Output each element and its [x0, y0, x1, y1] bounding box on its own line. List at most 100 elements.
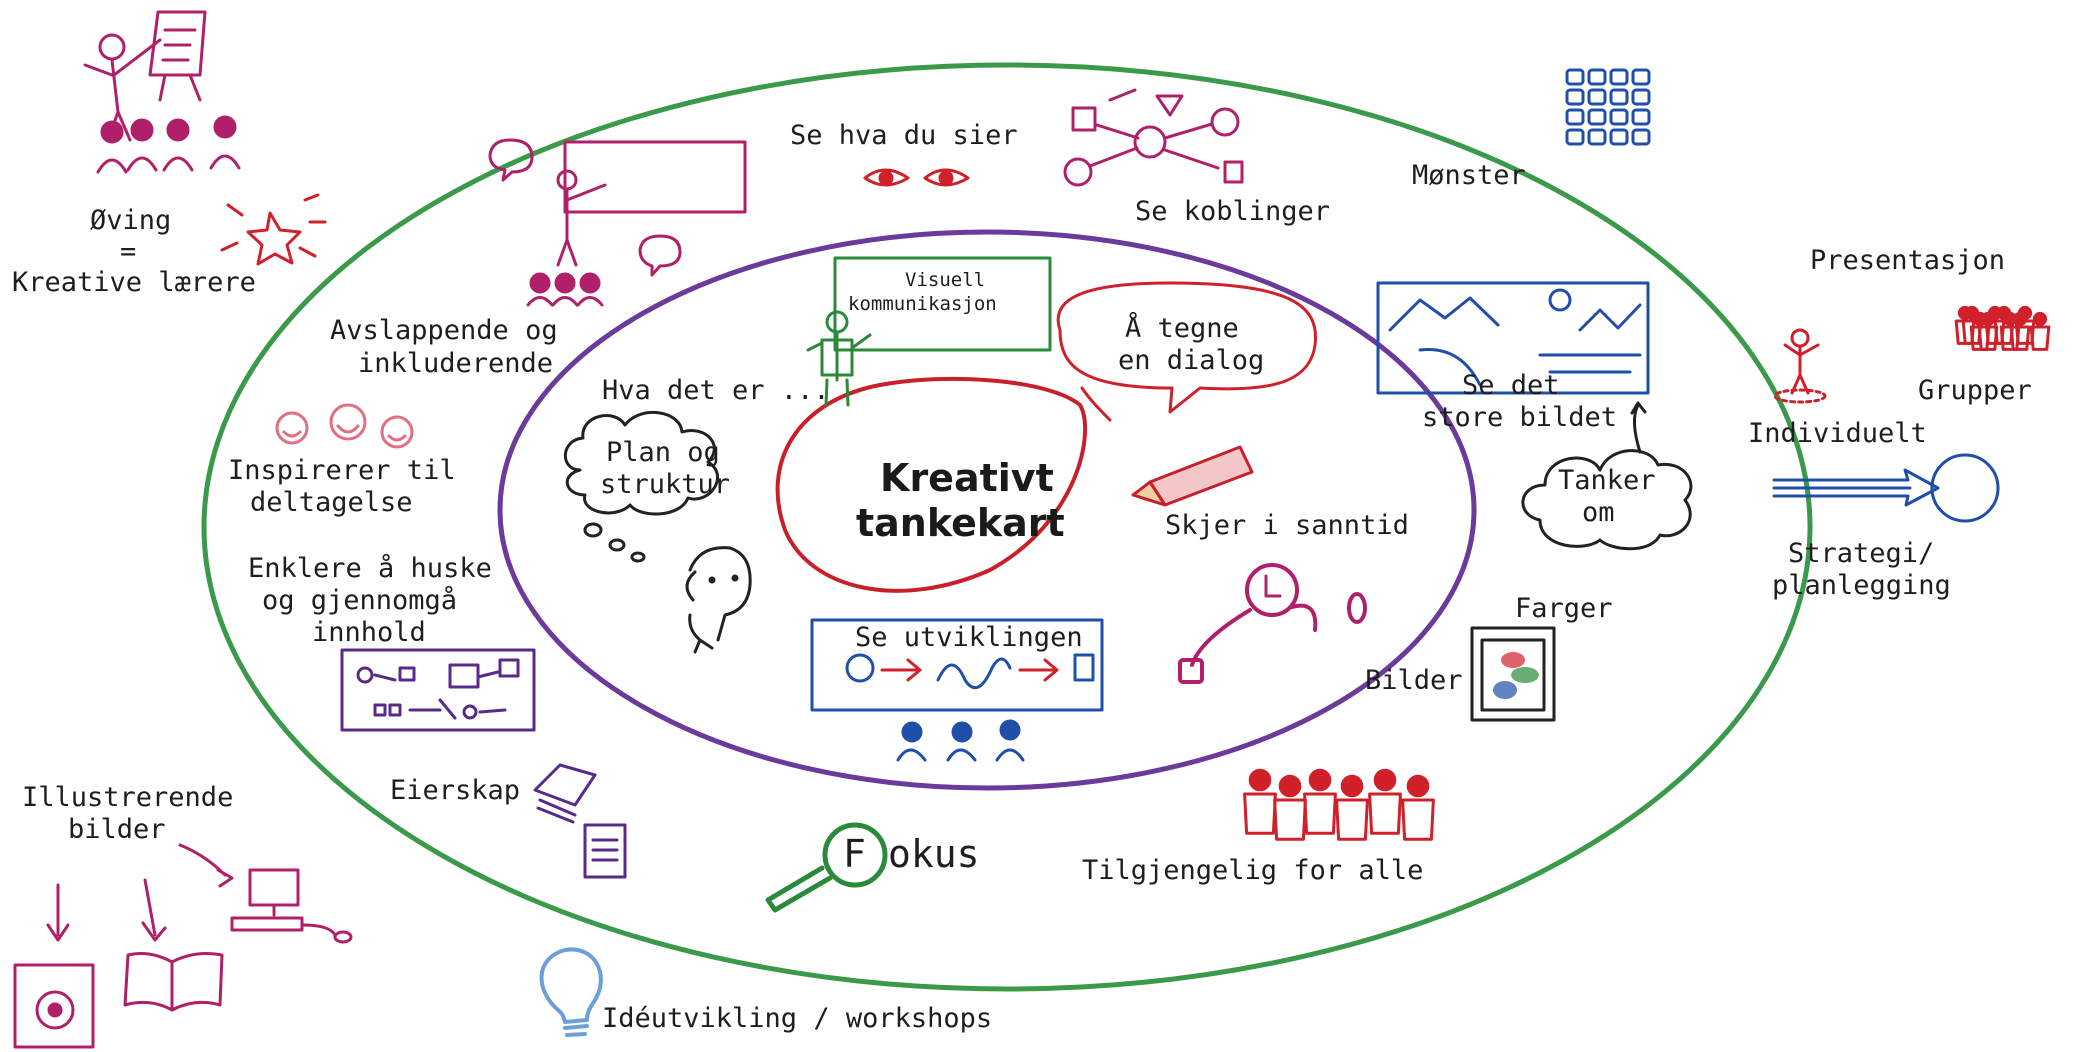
pattern-square	[1609, 128, 1629, 146]
eyes-icon	[863, 168, 970, 187]
person-head	[1373, 768, 1397, 792]
label-illustrerende-1: Illustrerende	[22, 782, 234, 813]
thought-cloud-icon	[563, 410, 720, 563]
person-body	[1335, 798, 1369, 841]
label-strategi-2: planlegging	[1772, 570, 1951, 601]
label-inspirerer-2: deltagelse	[250, 487, 413, 518]
pattern-square	[1631, 128, 1651, 146]
label-illustrerende-2: bilder	[68, 814, 166, 845]
label-tanker-om-2: om	[1582, 497, 1615, 528]
colors-picture-icon	[1470, 626, 1556, 722]
development-box-icon	[810, 618, 1104, 712]
label-fokus-rest: okus	[888, 832, 980, 876]
center-ring	[775, 376, 1088, 593]
label-tegne-dialog-2: en dialog	[1118, 345, 1265, 376]
thinking-face-icon	[685, 546, 752, 654]
stopwatch-icon	[1178, 563, 1367, 684]
label-hva-det-er: Hva det er ...	[602, 375, 830, 406]
label-oving-1: Øving	[90, 205, 172, 236]
outer-ring	[201, 62, 1813, 992]
strategy-arrow-icon	[1772, 453, 2000, 523]
person-head	[1248, 768, 1272, 792]
pattern-square	[1565, 68, 1585, 86]
label-oving-3: Kreative lærere	[12, 267, 256, 298]
pattern-square	[1587, 88, 1607, 106]
person-body	[1961, 319, 1983, 345]
group-crowd-icon	[1954, 305, 2051, 351]
flowchart-board-icon	[340, 648, 536, 732]
pattern-square	[1587, 68, 1607, 86]
tanker-om-cloud	[1521, 449, 1693, 551]
label-skjer-i-sanntid: Skjer i sanntid	[1165, 510, 1409, 541]
pattern-square	[1631, 88, 1651, 106]
label-strategi-1: Strategi/	[1788, 538, 1935, 569]
person-body	[1368, 792, 1402, 835]
lightbulb-icon	[539, 947, 603, 1037]
label-tegne-dialog-1: Å tegne	[1125, 313, 1239, 344]
pattern-square	[1609, 68, 1629, 86]
person-head	[1308, 768, 1332, 792]
star-icon	[220, 193, 327, 266]
label-visuell-1: Visuell	[905, 269, 986, 291]
label-inspirerer-1: Inspirerer til	[228, 455, 456, 486]
pattern-square	[1565, 108, 1585, 126]
network-icon	[1063, 88, 1244, 187]
dialog-bubble	[1056, 281, 1318, 414]
inner-ring	[497, 229, 1477, 791]
label-bilder: Bilder	[1365, 665, 1463, 696]
visual-board-icon	[806, 256, 1052, 407]
label-tanker-om-1: Tanker	[1558, 465, 1656, 496]
person-head	[1980, 311, 1996, 327]
magnifier-icon	[765, 822, 888, 913]
label-se-koblinger: Se koblinger	[1135, 196, 1331, 227]
dialog-tail-curve	[1080, 386, 1112, 422]
label-avslappende-2: inkluderende	[358, 348, 554, 379]
label-se-det-store-1: Se det	[1462, 370, 1560, 401]
person-body	[1273, 798, 1307, 841]
label-farger: Farger	[1515, 593, 1613, 624]
person-body	[1243, 792, 1277, 835]
label-plan-1: Plan og	[606, 437, 720, 468]
pattern-square	[1587, 128, 1607, 146]
label-tilgjengelig: Tilgjengelig for alle	[1082, 855, 1424, 886]
pattern-square	[1565, 128, 1585, 146]
label-presentasjon: Presentasjon	[1810, 245, 2006, 276]
label-visuell-2: kommunikasjon	[848, 293, 997, 315]
pattern-square	[1631, 68, 1651, 86]
person-body	[1977, 325, 1999, 351]
presenter-flipchart-icon	[83, 10, 241, 174]
pencil-icon	[1131, 445, 1254, 507]
person-head	[2012, 311, 2028, 327]
people-group-icon	[896, 719, 1025, 762]
person-body	[2009, 325, 2031, 351]
arrow-up-to-bigpicture	[1630, 401, 1647, 454]
label-ideutvikling: Idéutvikling / workshops	[602, 1003, 993, 1034]
label-grupper: Grupper	[1918, 375, 2032, 406]
illustration-icons	[13, 843, 353, 1049]
pattern-grid-icon	[1565, 68, 1651, 146]
person-body	[1993, 319, 2015, 345]
pattern-square	[1609, 108, 1629, 126]
pattern-square	[1631, 108, 1651, 126]
label-fokus-letter: F	[843, 832, 866, 876]
label-se-utviklingen: Se utviklingen	[855, 622, 1083, 653]
label-se-hva-du-sier: Se hva du sier	[790, 120, 1018, 151]
label-enklere-2: og gjennomgå	[262, 585, 458, 616]
smiley-faces-icon	[275, 403, 414, 449]
pattern-square	[1565, 88, 1585, 106]
landscape-picture-icon	[1376, 281, 1650, 395]
label-monster: Mønster	[1412, 160, 1526, 191]
person-head	[1340, 774, 1364, 798]
papers-icon	[533, 763, 627, 879]
center-title-1: Kreativt	[880, 456, 1054, 500]
label-oving-2: =	[120, 236, 137, 267]
label-eierskap: Eierskap	[390, 775, 521, 806]
crowd-icon	[1243, 768, 1435, 841]
label-avslappende-1: Avslappende og	[330, 315, 558, 346]
individual-person-icon	[1773, 328, 1827, 404]
person-head	[2032, 311, 2048, 327]
teacher-board-icon	[488, 138, 747, 307]
label-enklere-1: Enklere å huske	[248, 553, 492, 584]
pattern-square	[1609, 88, 1629, 106]
